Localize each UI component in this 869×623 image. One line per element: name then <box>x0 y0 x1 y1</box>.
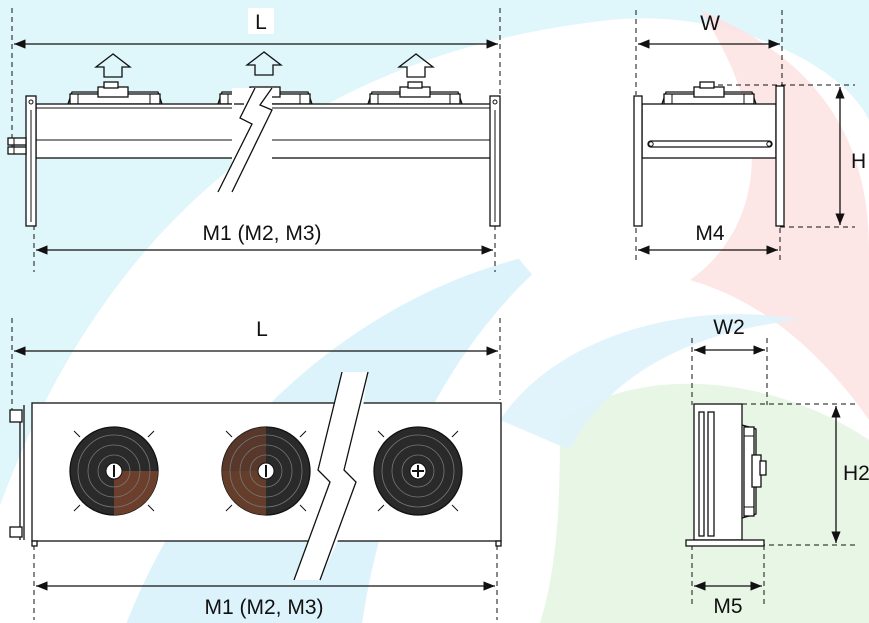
fan-guard-icon <box>69 426 159 516</box>
break-mark-icon <box>293 371 369 581</box>
plan-view: L <box>9 318 502 620</box>
break-mark-icon <box>217 87 273 193</box>
fan-motor-vertical <box>741 424 767 519</box>
mount-label: M1 (M2, M3) <box>202 222 321 245</box>
side-left-leg <box>633 95 643 227</box>
airflow-up-arrow-icon <box>245 51 283 76</box>
side-right-leg <box>775 85 785 227</box>
fan-guard-icon <box>373 426 463 516</box>
watermark-cyan-ring <box>500 314 800 450</box>
w2-label: W2 <box>713 316 745 339</box>
side-casing <box>641 103 777 159</box>
side-mount-label: M4 <box>695 222 724 245</box>
side-elevation-view: W H M4 <box>633 10 866 260</box>
fan-guard-icon <box>221 426 311 516</box>
fan-motor-top-3 <box>367 81 463 105</box>
pipe-connection <box>7 137 27 155</box>
airflow-up-arrow-icon <box>397 53 435 78</box>
plan-length-label: L <box>256 318 268 341</box>
airflow-up-arrow-icon <box>94 53 132 78</box>
vertical-side-view: W2 H2 M5 <box>685 316 869 618</box>
front-elevation-view: L <box>7 8 501 272</box>
fan-motor-side <box>661 81 757 105</box>
length-label: L <box>255 11 267 34</box>
width-label: W <box>700 12 720 35</box>
fan-motor-top-1 <box>67 81 163 105</box>
height-label: H <box>851 150 866 173</box>
h2-label: H2 <box>843 462 869 485</box>
plan-mount-label: M1 (M2, M3) <box>204 596 323 619</box>
m5-label: M5 <box>713 595 742 618</box>
